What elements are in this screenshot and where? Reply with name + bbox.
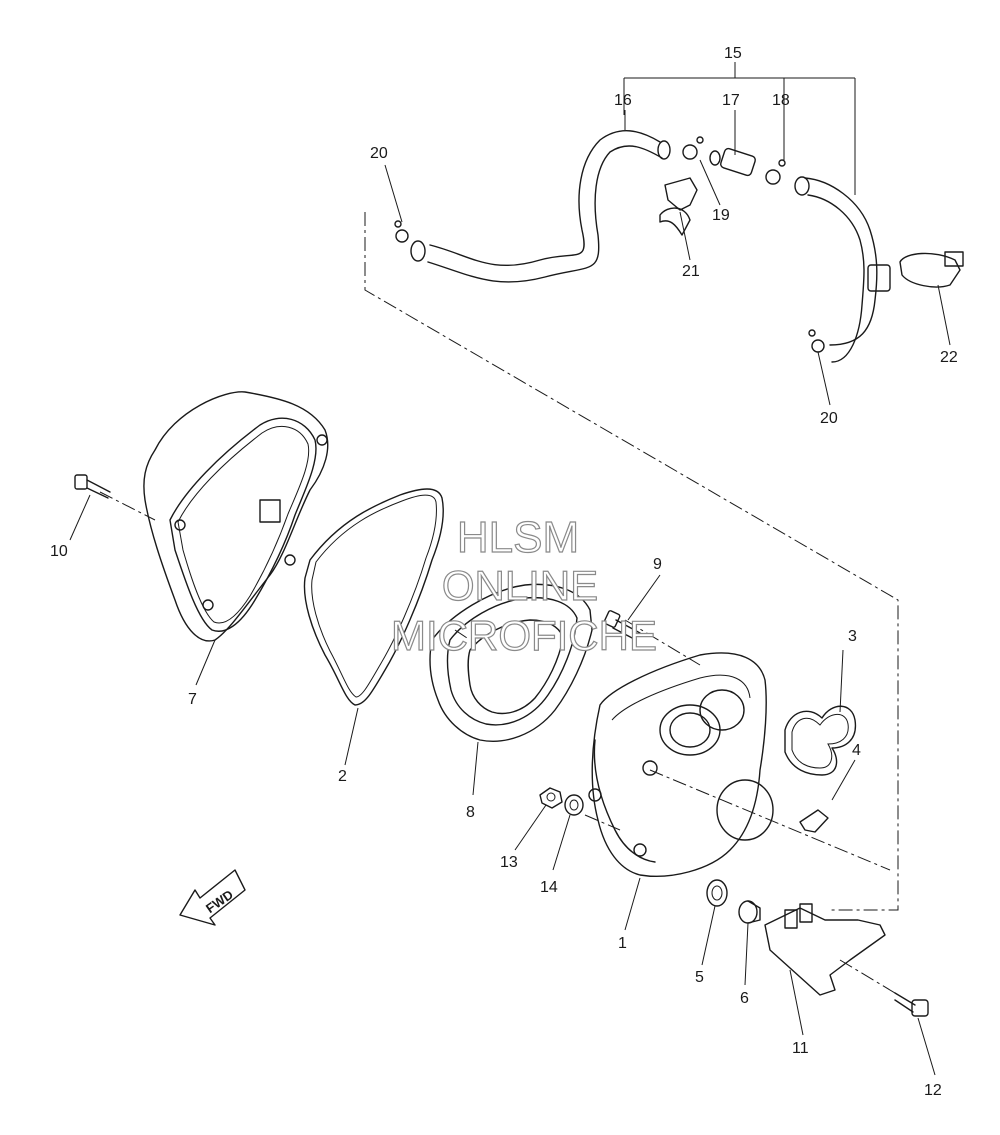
bolt-10: [74, 474, 111, 499]
clip-19: [682, 136, 704, 160]
callout-4: 4: [852, 742, 861, 759]
bolt-12: [894, 992, 929, 1017]
air-cleaner-case-1: [588, 652, 774, 877]
fwd-arrow-icon: FWD: [179, 869, 246, 926]
washer-14: [564, 794, 584, 816]
callout-21: 21: [682, 263, 700, 280]
callout-12: 12: [924, 1082, 942, 1099]
callout-7: 7: [188, 691, 197, 708]
breather-hose-16: [410, 130, 671, 283]
watermark-line-1: HLSM: [457, 513, 579, 562]
callout-16: 16: [614, 92, 632, 109]
joint-17: [709, 110, 756, 177]
callout-17: 17: [722, 92, 740, 109]
clip-18: [765, 159, 786, 185]
collar-6: [738, 900, 761, 924]
bracket-11: [764, 903, 886, 996]
callout-1: 1: [618, 935, 627, 952]
hose-clip-20-upper: [394, 220, 409, 243]
callout-9: 9: [653, 556, 662, 573]
hose-clip-20-lower: [808, 329, 825, 353]
breather-hose-long: [794, 176, 891, 363]
callout-20-upper: 20: [370, 145, 388, 162]
callout-labels: 15 16 17 18 20 19 21 22 20 10 9 3 7 4 2 …: [50, 45, 958, 1099]
watermark-line-3: MICROFICHE: [391, 612, 657, 659]
screw-9: [603, 610, 641, 641]
nut-13: [539, 787, 563, 809]
callout-20-lower: 20: [820, 410, 838, 427]
callout-15: 15: [724, 45, 742, 62]
callout-2: 2: [338, 768, 347, 785]
holder-21: [659, 177, 698, 236]
callout-13: 13: [500, 854, 518, 871]
watermark: HLSM ONLINE MICROFICHE: [390, 512, 657, 659]
air-cleaner-cover-7: [143, 391, 329, 642]
callout-14: 14: [540, 879, 558, 896]
gasket-2: [303, 488, 444, 706]
watermark-line-2: ONLINE: [442, 562, 598, 609]
callout-19: 19: [712, 207, 730, 224]
callout-18: 18: [772, 92, 790, 109]
callout-11: 11: [792, 1040, 809, 1057]
callout-3: 3: [848, 628, 857, 645]
holder-22: [899, 251, 964, 288]
callout-10: 10: [50, 543, 68, 560]
grommet-5: [706, 879, 728, 907]
callout-5: 5: [695, 969, 704, 986]
air-filter-element-8: [429, 583, 593, 742]
leader-lines: [69, 62, 951, 1076]
callout-22: 22: [940, 349, 958, 366]
callout-8: 8: [466, 804, 475, 821]
callout-6: 6: [740, 990, 749, 1007]
holder-4: [799, 809, 829, 833]
gasket-3: [784, 705, 857, 776]
